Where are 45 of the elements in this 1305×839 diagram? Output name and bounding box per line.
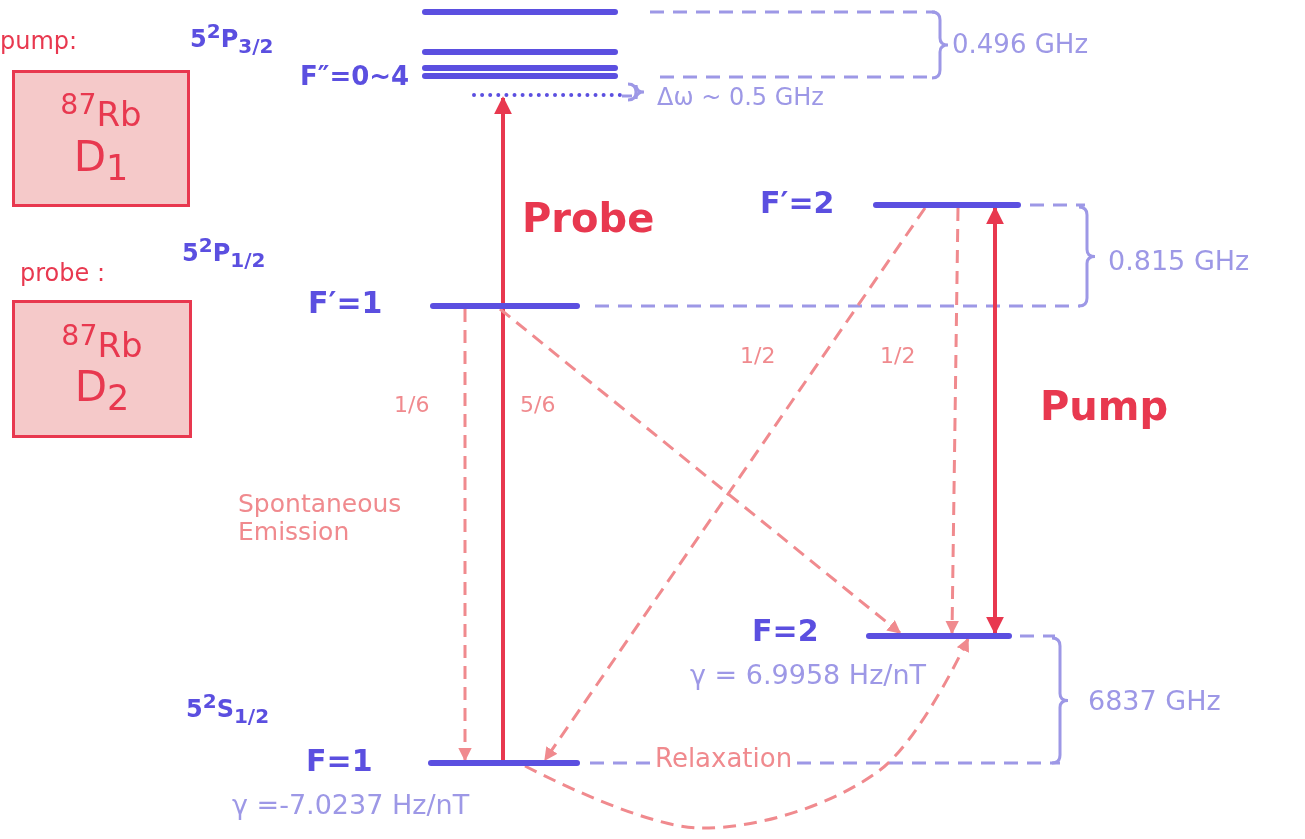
edge-label: 5/6 bbox=[520, 393, 556, 418]
arrow bbox=[494, 96, 512, 760]
isotope-label: $^{87}$Rb bbox=[60, 89, 142, 134]
edge-label: 1/2 bbox=[740, 344, 776, 369]
frequency-label: 6837 GHz bbox=[1088, 686, 1221, 716]
level-term-label: 5$^{2}$P$_{3/2}$ bbox=[190, 20, 274, 57]
frequency-label: 0.496 GHz bbox=[952, 30, 1089, 59]
panel-box bbox=[12, 70, 190, 207]
edge-label: Probe bbox=[522, 196, 655, 240]
arrow bbox=[524, 637, 970, 830]
edge-label: Pump bbox=[1040, 384, 1169, 428]
edge-label: 1/6 bbox=[394, 393, 430, 418]
line-label: D$_{2}$ bbox=[74, 364, 130, 419]
energy-level-bar bbox=[428, 760, 580, 766]
energy-level-bar bbox=[422, 9, 618, 15]
isotope-label: $^{87}$Rb bbox=[61, 319, 143, 365]
level-label: F′=2 bbox=[760, 186, 835, 219]
energy-level-bar bbox=[873, 202, 1021, 208]
level-label: F″=0~4 bbox=[300, 62, 410, 91]
level-label: F′=1 bbox=[308, 286, 383, 319]
level-term-label: 5$^{2}$P$_{1/2}$ bbox=[182, 234, 266, 271]
level-label: F=2 bbox=[752, 614, 819, 647]
energy-level-bar bbox=[430, 303, 580, 309]
virtual-level-line bbox=[472, 93, 622, 97]
process-label: Spontaneous Emission bbox=[238, 490, 403, 545]
level-label: F=1 bbox=[306, 744, 373, 777]
level-term-label: 5$^{2}$S$_{1/2}$ bbox=[186, 690, 270, 727]
arrow bbox=[986, 206, 1004, 635]
arrow bbox=[543, 207, 927, 762]
energy-level-bar bbox=[422, 73, 618, 79]
edge-label: 1/2 bbox=[880, 344, 916, 369]
panel-heading: probe : bbox=[20, 260, 105, 287]
detuning-label: Δω ~ 0.5 GHz bbox=[657, 84, 824, 111]
frequency-label: 0.815 GHz bbox=[1108, 246, 1250, 276]
panel-box bbox=[12, 300, 192, 438]
arrow bbox=[499, 307, 902, 635]
energy-level-bar bbox=[422, 49, 618, 55]
energy-level-bar bbox=[866, 633, 1012, 639]
gyromagnetic-ratio-label: γ = 6.9958 Hz/nT bbox=[690, 660, 926, 690]
panel-heading: pump: bbox=[0, 28, 78, 55]
line-label: D$_{1}$ bbox=[73, 133, 129, 188]
gyromagnetic-ratio-label: γ =-7.0237 Hz/nT bbox=[232, 790, 470, 820]
arrow bbox=[945, 207, 960, 635]
energy-level-bar bbox=[422, 65, 618, 71]
arrow bbox=[458, 309, 472, 762]
